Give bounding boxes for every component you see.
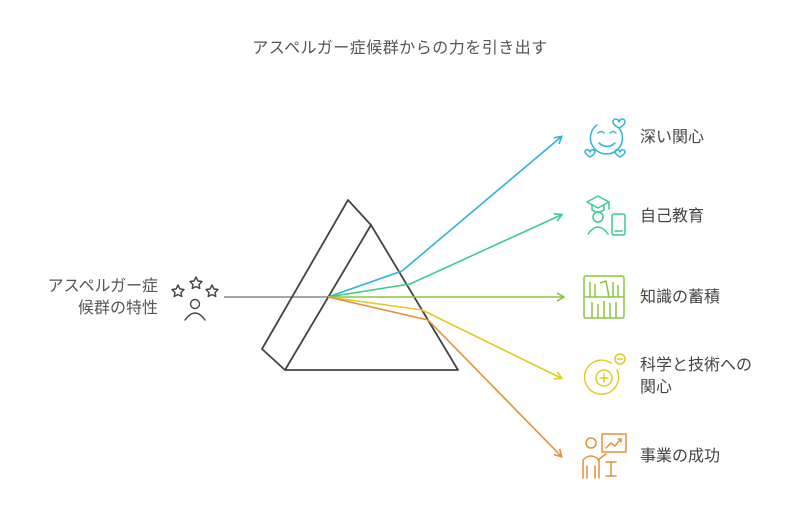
output-label-line1: 深い関心 [640,127,705,146]
output-label-self-education: 自己教育 [640,205,704,227]
output-label-knowledge: 知識の蓄積 [640,286,720,308]
beam-science-tech [421,309,564,380]
output-label-deep-interest: 深い関心 [640,126,704,148]
input-label: アスペルガー症 候群の特性 [18,275,158,319]
output-label-line1: 科学と技術への [640,355,753,374]
input-label-line2: 候群の特性 [77,298,158,317]
graduate-device-icon [586,195,626,236]
output-beams [401,135,566,458]
output-label-line1: 事業の成功 [640,446,721,465]
beam-self-education [409,213,564,285]
plus-minus-circle-icon [583,353,626,395]
output-label-science-tech: 科学と技術への 関心 [640,354,752,398]
output-label-line1: 自己教育 [640,206,705,225]
page-title: アスペルガー症候群からの力を引き出す [252,38,548,57]
stars-person-icon [171,276,219,321]
bookshelf-icon [583,275,625,319]
beam-career [427,319,563,458]
output-label-career: 事業の成功 [640,445,720,467]
input-label-line1: アスペルガー症 [47,276,158,295]
presenter-chart-icon [582,433,627,479]
inner-beams [327,270,429,321]
output-label-line2: 関心 [640,377,673,396]
beam-deep-interest [401,135,563,272]
happy-face-hearts-icon [584,118,626,158]
output-label-line1: 知識の蓄積 [640,287,721,306]
